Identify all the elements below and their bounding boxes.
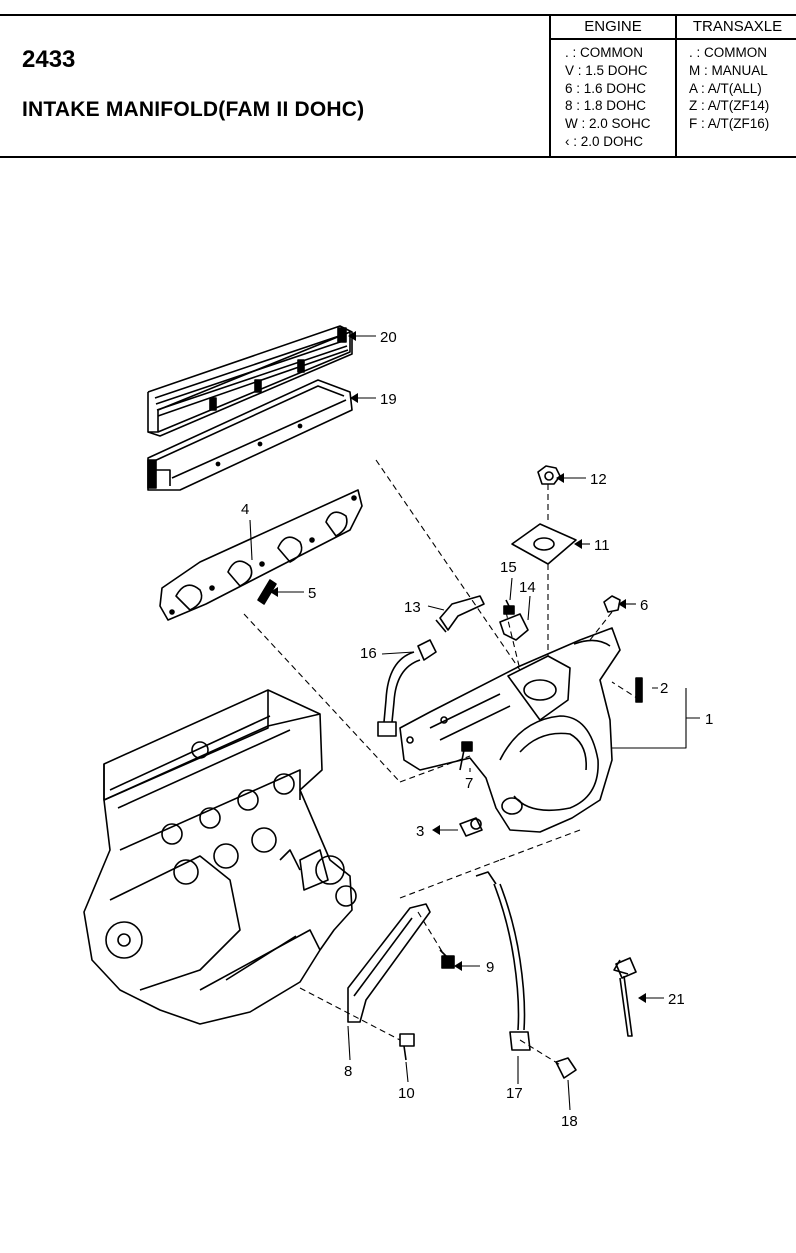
part-17-sensor-wire [475,871,531,1051]
part-7-bolt [459,741,473,771]
engine-legend-row: . : COMMON [565,45,643,60]
part-15-bolt [503,599,515,615]
callout-13: 13 [404,599,421,616]
callout-19: 19 [380,391,397,408]
page-header: 2433 INTAKE MANIFOLD(FAM II DOHC) ENGINE… [0,0,796,158]
callout-12: 12 [590,471,607,488]
transaxle-legend-row: M : MANUAL [689,62,768,78]
header-bottom-rule [0,156,796,158]
callout-11: 11 [594,537,610,554]
part-11-gasket-plate [511,523,577,565]
part-21-tie-strap [613,957,637,1037]
callout-1: 1 [705,711,713,728]
part-10-bolt [399,1033,415,1061]
callout-2: 2 [660,680,668,697]
part-13-pipe-fitting [435,595,485,633]
assembly-guide-lines [243,459,641,1067]
callout-8: 8 [344,1063,352,1080]
transaxle-legend-heading: TRANSAXLE [677,16,796,40]
engine-legend-row: W : 2.0 SOHC [565,116,651,132]
callout-7: 7 [465,775,473,792]
callout-14: 14 [519,579,536,596]
engine-legend-row: ‹ : 2.0 DOHC [565,133,644,149]
callout-4: 4 [241,501,249,518]
callout-5: 5 [308,585,316,602]
engine-legend-row: 6 : 1.6 DOHC [565,80,647,96]
part-1-intake-manifold [399,627,621,833]
callout-6: 6 [640,597,648,614]
part-5-stud [257,579,277,605]
part-8-bracket [347,903,431,1023]
part-14-bracket [499,613,529,641]
part-12-nut [537,465,561,485]
callout-21: 21 [668,991,685,1008]
engine-legend-heading: ENGINE [551,16,675,40]
part-2-stud [635,677,643,703]
callout-arrowheads [270,331,646,1003]
part-18-bolt [555,1057,577,1079]
part-20-cover [147,325,353,437]
part-19-cover-tray [147,379,353,491]
part-6-nut [603,595,621,613]
transaxle-legend-table: TRANSAXLE . : COMMON M : MANUAL A : A/T(… [675,16,796,156]
transaxle-legend-row: . : COMMON [689,45,767,60]
transaxle-legend-row: Z : A/T(ZF14) [689,98,770,114]
engine-legend-table: ENGINE . : COMMON V : 1.5 DOHC 6 : 1.6 D… [549,16,675,156]
transaxle-legend-row: A : A/T(ALL) [689,80,762,96]
part-16-hose [377,639,437,737]
part-9-bolt [439,949,455,969]
engine-block [83,689,357,1025]
callout-17: 17 [506,1085,523,1102]
callout-16: 16 [360,645,377,662]
callout-15: 15 [500,559,517,576]
page-title: INTAKE MANIFOLD(FAM II DOHC) [22,98,365,121]
engine-legend-row: 8 : 1.8 DOHC [565,98,647,114]
callout-10: 10 [398,1085,415,1102]
callout-18: 18 [561,1113,578,1130]
callout-20: 20 [380,329,397,346]
page-number: 2433 [22,46,76,73]
callout-3: 3 [416,823,424,840]
callout-9: 9 [486,959,494,976]
engine-legend-row: V : 1.5 DOHC [565,62,648,78]
part-4-gasket [159,489,363,621]
part-3-plug [459,817,483,837]
transaxle-legend-row: F : A/T(ZF16) [689,116,770,132]
header-top-rule [0,14,796,16]
